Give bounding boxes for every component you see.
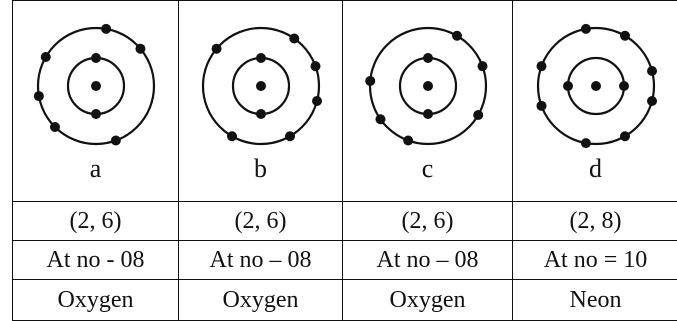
atom-cell-a: a — [12, 0, 179, 202]
element-name-b: Oxygen — [178, 279, 343, 321]
outer-electron — [619, 131, 630, 142]
outer-electron — [211, 43, 222, 54]
outer-electron — [33, 91, 44, 102]
atom-diagram-d — [536, 23, 657, 149]
inner-electron — [618, 81, 629, 91]
atom-table: a b c d (2, 6) (2, 6) (2, 6) (2, 8) At n… — [12, 0, 677, 321]
outer-electron — [134, 43, 145, 54]
outer-electron — [226, 131, 237, 142]
outer-electron — [536, 61, 546, 72]
inner-electron — [90, 53, 101, 63]
diagram-row: a b c d — [12, 0, 677, 202]
atom-cell-d: d — [512, 0, 677, 202]
inner-electron — [90, 109, 101, 119]
outer-shell — [36, 26, 155, 146]
element-name-row: Oxygen Oxygen Oxygen Neon — [12, 279, 677, 321]
atomic-number-c: At no – 08 — [342, 240, 513, 280]
element-name-a: Oxygen — [12, 279, 179, 321]
atom-label-b: b — [254, 154, 267, 183]
element-name-c: Oxygen — [342, 279, 513, 321]
inner-electron — [255, 53, 266, 63]
outer-electron — [110, 135, 121, 146]
outer-electron — [580, 23, 591, 34]
atom-diagram-a — [33, 23, 155, 146]
outer-electron — [451, 30, 462, 41]
outer-electron — [288, 33, 299, 44]
atom-diagram-b — [201, 26, 322, 146]
atomic-number-d: At no = 10 — [512, 240, 677, 280]
nucleus — [90, 81, 101, 91]
outer-electron — [536, 100, 546, 111]
inner-electron — [255, 109, 266, 119]
outer-shell — [368, 26, 487, 146]
outer-electron — [472, 110, 483, 120]
atom-label-c: c — [421, 154, 434, 183]
outer-shell — [201, 26, 320, 146]
atomic-number-b: At no – 08 — [178, 240, 343, 280]
outer-electron — [646, 96, 657, 107]
nucleus — [590, 81, 601, 91]
config-b: (2, 6) — [178, 201, 343, 241]
outer-electron — [646, 65, 657, 76]
inner-electron — [562, 81, 573, 91]
outer-electron — [311, 96, 322, 107]
outer-electron — [49, 122, 60, 133]
config-row: (2, 6) (2, 6) (2, 6) (2, 8) — [12, 201, 677, 241]
nucleus — [255, 81, 266, 91]
outer-shell — [536, 26, 655, 146]
nucleus — [422, 81, 433, 91]
atom-cell-b: b — [178, 0, 343, 202]
atom-label-a: a — [89, 154, 102, 183]
outer-electron — [402, 135, 413, 146]
inner-electron — [422, 53, 433, 63]
outer-electron — [619, 30, 630, 41]
config-a: (2, 6) — [12, 201, 179, 241]
config-c: (2, 6) — [342, 201, 513, 241]
outer-electron — [284, 131, 295, 142]
outer-electron — [374, 114, 385, 125]
outer-electron — [100, 23, 111, 34]
inner-electron — [422, 109, 433, 119]
outer-electron — [40, 52, 51, 62]
atom-label-d: d — [589, 154, 602, 183]
outer-electron — [580, 138, 591, 149]
atomic-number-row: At no - 08 At no – 08 At no – 08 At no =… — [12, 240, 677, 280]
config-d: (2, 8) — [512, 201, 677, 241]
atom-cell-c: c — [342, 0, 513, 202]
element-name-d: Neon — [512, 279, 677, 321]
atomic-number-a: At no - 08 — [12, 240, 179, 280]
outer-electron — [310, 61, 320, 72]
outer-electron — [364, 75, 375, 86]
outer-electron — [477, 61, 487, 72]
atom-diagram-c — [364, 26, 487, 146]
